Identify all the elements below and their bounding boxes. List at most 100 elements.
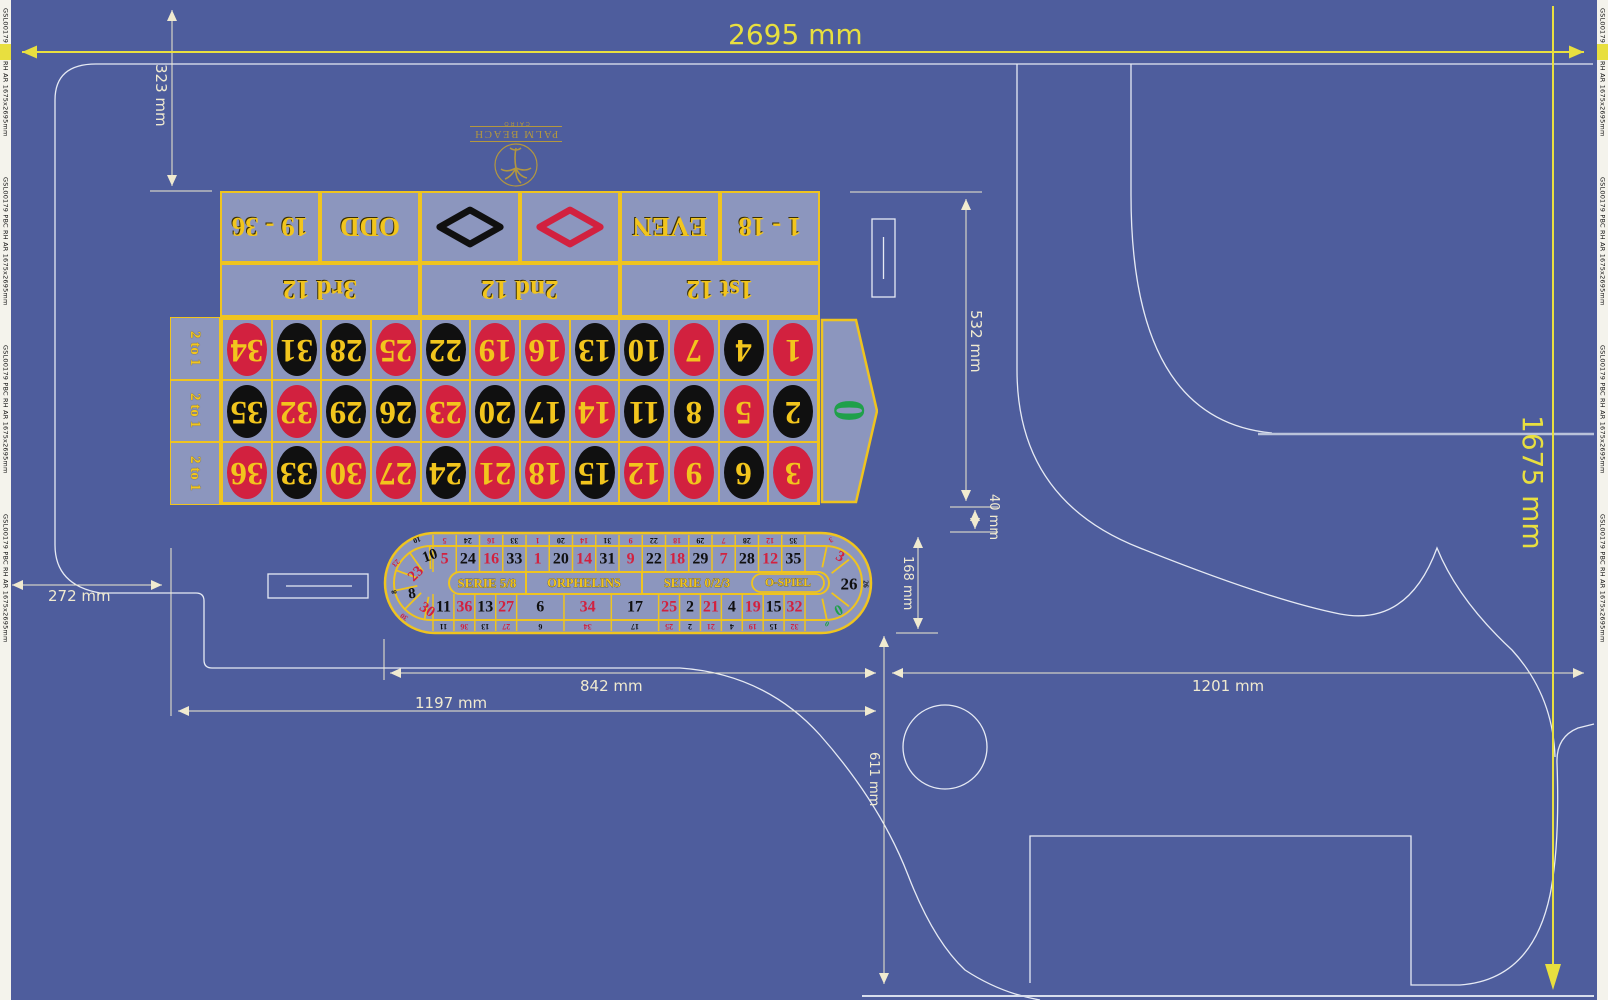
- bet-cell-23: 23: [420, 380, 471, 442]
- bet-cell-25: 25: [371, 319, 421, 381]
- red-diamond-icon: [520, 191, 620, 263]
- race-number-16: 16: [483, 551, 499, 568]
- number-oval-36: 36: [226, 445, 267, 499]
- column-bet-label: 2 to 1: [187, 393, 204, 429]
- number-oval-31: 31: [276, 323, 317, 377]
- race-mirror-number-22: 22: [650, 536, 658, 545]
- number-oval-10: 10: [624, 323, 665, 377]
- bet-cell-5: 5: [718, 380, 769, 442]
- race-mirror-number-29: 29: [696, 536, 704, 545]
- dozen-cell: 2nd 12: [420, 263, 620, 317]
- race-mirror-number-10: 10: [412, 534, 422, 545]
- race-mirror-number-12: 12: [766, 536, 774, 545]
- number-oval-3: 3: [773, 445, 814, 499]
- race-mirror-number-34: 34: [584, 622, 592, 631]
- outside-bet-EVEN: EVEN: [620, 191, 720, 263]
- number-oval-12: 12: [624, 445, 665, 499]
- registration-mark: [0, 44, 11, 60]
- race-mirror-number-19: 19: [749, 622, 757, 631]
- race-number-21: 21: [703, 599, 719, 616]
- number-oval-18: 18: [524, 445, 565, 499]
- race-number-5: 5: [441, 551, 449, 568]
- race-mirror-number-20: 20: [557, 536, 565, 545]
- dim-layout-height: 532 mm: [967, 310, 985, 373]
- wheel-well-curve: [1016, 64, 1556, 758]
- bet-cell-6: 6: [718, 441, 769, 503]
- logo-subtitle: CAIRO: [502, 120, 530, 126]
- curve-divider: [831, 592, 850, 608]
- corner-arc: [1130, 64, 1273, 434]
- race-mirror-number-33: 33: [510, 536, 518, 545]
- palm-tree-icon: [494, 143, 538, 187]
- race-section-SERIE023: SERIE 0/2/3: [664, 576, 730, 590]
- bet-cell-8: 8: [669, 380, 719, 442]
- dim-track-span: 842 mm: [580, 677, 643, 695]
- race-mirror-number-17: 17: [631, 622, 639, 631]
- marker-box-vertical: [871, 218, 896, 298]
- bet-cell-35: 35: [222, 380, 272, 442]
- bet-cell-28: 28: [321, 319, 371, 381]
- number-oval-6: 6: [723, 445, 764, 499]
- registration-mark: [1597, 44, 1608, 60]
- race-number-14: 14: [576, 551, 592, 568]
- zero-bet-cell: 0: [820, 317, 879, 505]
- dim-apron-span: 1197 mm: [415, 694, 488, 712]
- race-number-20: 20: [553, 551, 569, 568]
- race-mirror-number-8: 8: [389, 589, 398, 594]
- race-number-4: 4: [728, 599, 736, 616]
- race-mirror-number-28: 28: [743, 536, 751, 545]
- number-oval-15: 15: [574, 445, 615, 499]
- bet-cell-4: 4: [718, 319, 769, 381]
- curve-divider: [821, 598, 828, 621]
- number-oval-27: 27: [375, 445, 416, 499]
- arrow-down-icon: [1545, 964, 1561, 990]
- curve-divider: [393, 585, 418, 592]
- number-oval-25: 25: [375, 323, 416, 377]
- number-oval-19: 19: [475, 323, 516, 377]
- race-number-19: 19: [745, 599, 761, 616]
- race-section-SERIE58: SERIE 5/8: [458, 576, 517, 591]
- bet-cell-21: 21: [470, 441, 520, 503]
- number-oval-29: 29: [326, 384, 367, 438]
- bet-cell-11: 11: [619, 380, 669, 442]
- race-number-29: 29: [692, 551, 708, 568]
- column-bet-cell: 2 to 1: [170, 379, 220, 443]
- racetrack: 5524241616333311202014143131992222181829…: [383, 531, 873, 635]
- bet-cell-26: 26: [371, 380, 421, 442]
- bet-cell-19: 19: [470, 319, 520, 381]
- bet-cell-15: 15: [569, 441, 620, 503]
- print-code-text: GSL00179 PBC RH AR 1675x2695mm: [1, 176, 10, 306]
- print-code-text: GSL00179 PBC RH AR 1675x2695mm: [1598, 345, 1607, 474]
- print-code-text: GSL00179 PBC RH AR 1675x2695mm: [1, 345, 10, 474]
- column-bet-cell: 2 to 1: [170, 316, 220, 380]
- racetrack-center-band: [448, 571, 830, 595]
- bet-cell-34: 34: [222, 319, 272, 381]
- outside-bet-19-36: 19 - 36: [220, 191, 320, 263]
- overall-dimension-lines: [22, 6, 1584, 990]
- race-mirror-number-36: 36: [460, 622, 468, 631]
- curve-divider: [423, 596, 430, 621]
- race-mirror-number-11: 11: [440, 622, 448, 631]
- curve-divider: [831, 558, 850, 574]
- dim-right-span: 1201 mm: [1192, 677, 1265, 695]
- race-mirror-number-31: 31: [603, 536, 611, 545]
- race-number-24: 24: [460, 551, 476, 568]
- race-mirror-number-9: 9: [629, 536, 633, 545]
- bet-cell-24: 24: [420, 441, 471, 503]
- bet-cell-1: 1: [768, 319, 818, 381]
- race-number-33: 33: [506, 551, 522, 568]
- logo-title: PALM BEACH: [469, 126, 563, 142]
- bet-cell-30: 30: [321, 441, 371, 503]
- dim-top-offset: 323 mm: [152, 64, 170, 127]
- race-number-2: 2: [686, 599, 694, 616]
- bet-cell-9: 9: [669, 441, 719, 503]
- number-oval-23: 23: [425, 384, 466, 438]
- dozen-cell: 1st 12: [620, 263, 820, 317]
- race-mirror-number-26: 26: [862, 580, 871, 588]
- race-mirror-number-16: 16: [487, 536, 495, 545]
- race-mirror-number-6: 6: [538, 622, 542, 631]
